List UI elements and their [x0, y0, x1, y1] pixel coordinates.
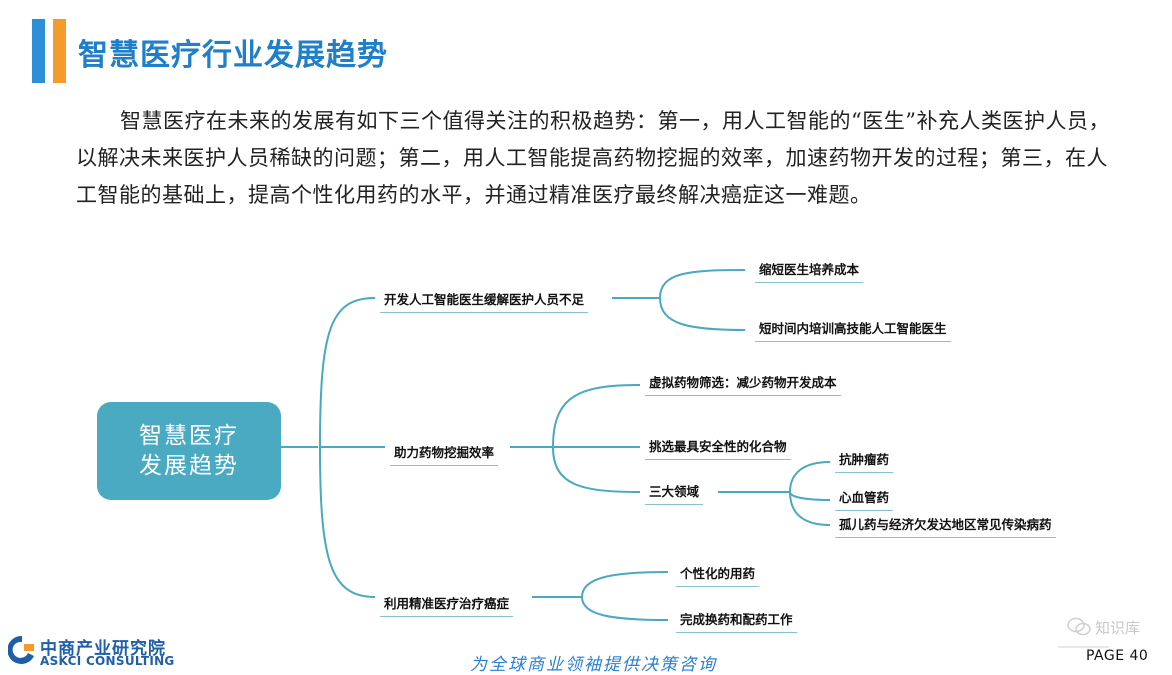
title-accent-bar-blue — [32, 19, 45, 83]
leaf-virtual-screening: 虚拟药物筛选：减少药物开发成本 — [645, 372, 841, 396]
askci-logo-icon — [8, 635, 34, 664]
leaf-three-domains: 三大领域 — [645, 481, 704, 505]
branch-ai-doctor: 开发人工智能医生缓解医护人员不足 — [380, 289, 589, 313]
branch-drug-discovery: 助力药物挖掘效率 — [390, 442, 499, 466]
branch-precision-medicine: 利用精准医疗治疗癌症 — [380, 593, 514, 617]
leaf-train-ai-doctors: 短时间内培训高技能人工智能医生 — [755, 318, 951, 342]
logo-en-text: ASKCI CONSULTING — [40, 654, 175, 668]
footer-slogan: 为全球商业领袖提供决策咨询 — [470, 655, 717, 675]
leaf-personalized-medication: 个性化的用药 — [676, 563, 760, 587]
watermark-text: 知识库 — [1095, 619, 1141, 637]
leaf-orphan-infectious-drugs: 孤儿药与经济欠发达地区常见传染病药 — [835, 514, 1056, 538]
mindmap-central-node: 智慧医疗发展趋势 — [97, 402, 281, 500]
page-number: PAGE 40 — [1086, 648, 1149, 664]
title-accent-bar-orange — [53, 19, 66, 83]
leaf-cardiovascular-drugs: 心血管药 — [835, 487, 894, 511]
leaf-antitumor-drugs: 抗肿瘤药 — [835, 449, 894, 473]
central-node-label: 智慧医疗发展趋势 — [139, 423, 239, 479]
wechat-icon — [1067, 617, 1091, 636]
logo-cn-text: 中商产业研究院 — [40, 639, 166, 659]
askci-logo: 中商产业研究院 ASKCI CONSULTING — [8, 632, 178, 672]
intro-paragraph: 智慧医疗在未来的发展有如下三个值得关注的积极趋势：第一，用人工智能的“医生”补充… — [76, 109, 1110, 207]
watermark-sub: ─────── — [1058, 640, 1109, 654]
leaf-shorten-training-cost: 缩短医生培养成本 — [755, 259, 864, 283]
leaf-safest-compounds: 挑选最具安全性的化合物 — [645, 436, 791, 460]
page-title: 智慧医疗行业发展趋势 — [78, 38, 388, 73]
leaf-dispensing-work: 完成换药和配药工作 — [676, 609, 797, 633]
